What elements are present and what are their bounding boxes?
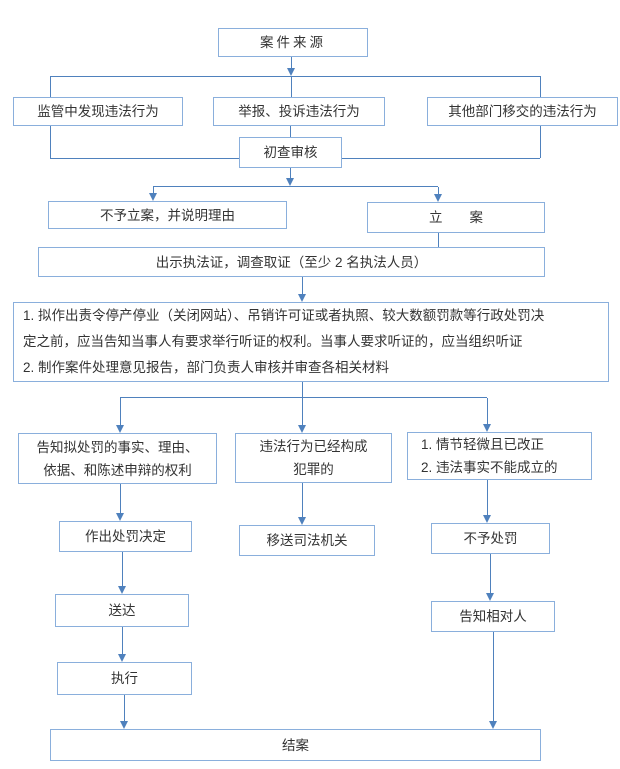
node-label-line: 1. 拟作出责令停产停业（关闭网站）、吊销许可证或者执照、较大数额罚款等行政处罚… (23, 308, 545, 323)
connector-line (342, 158, 540, 159)
arrow-down-icon (149, 193, 157, 201)
arrow-down-icon (434, 194, 442, 202)
node-label: 立 案 (429, 210, 483, 225)
node-source-supervision: 监管中发现违法行为 (13, 97, 183, 126)
connector-line (487, 398, 488, 424)
node-delivery: 送达 (55, 594, 189, 627)
connector-line (50, 77, 51, 97)
node-label-line: 2. 制作案件处理意见报告，部门负责人审核并审查各相关材料 (23, 360, 390, 375)
connector-line (50, 158, 239, 159)
connector-line (302, 382, 303, 397)
node-execution: 执行 (57, 662, 192, 695)
node-make-decision: 作出处罚决定 (59, 521, 192, 552)
node-label-line: 2. 违法事实不能成立的 (421, 460, 558, 475)
node-label: 出示执法证，调查取证（至少 2 名执法人员） (155, 254, 428, 270)
connector-line (291, 77, 292, 97)
node-label: 告知相对人 (459, 609, 527, 624)
connector-line (50, 76, 541, 77)
arrow-down-icon (486, 593, 494, 601)
arrow-down-icon (116, 425, 124, 433)
node-label: 结案 (282, 737, 309, 753)
connector-line (50, 126, 51, 158)
connector-line (124, 695, 125, 721)
connector-line (438, 233, 439, 247)
connector-line (540, 126, 541, 158)
arrow-down-icon (483, 515, 491, 523)
arrow-down-icon (298, 517, 306, 525)
arrow-down-icon (287, 68, 295, 76)
node-label: 移送司法机关 (266, 533, 348, 548)
arrow-down-icon (298, 425, 306, 433)
node-filing: 立 案 (367, 202, 545, 233)
connector-line (487, 480, 488, 515)
arrow-down-icon (118, 586, 126, 594)
node-label: 监管中发现违法行为 (37, 104, 159, 119)
arrow-down-icon (298, 294, 306, 302)
node-label-line: 告知拟处罚的事实、理由、 (36, 439, 199, 455)
node-label-line: 依据、和陈述申辩的权利 (43, 462, 192, 478)
connector-line (302, 398, 303, 425)
arrow-down-icon (286, 178, 294, 186)
connector-line (493, 632, 494, 721)
node-label-line: 定之前，应当告知当事人有要求举行听证的权利。当事人要求听证的，应当组织听证 (23, 334, 523, 349)
connector-line (290, 126, 291, 137)
node-no-filing: 不予立案，并说明理由 (48, 201, 287, 229)
arrow-down-icon (489, 721, 497, 729)
connector-line (302, 277, 303, 294)
node-no-penalty: 不予处罚 (431, 523, 550, 554)
node-hearing-notice: 1. 拟作出责令停产停业（关闭网站）、吊销许可证或者执照、较大数额罚款等行政处罚… (13, 302, 609, 382)
connector-line (122, 552, 123, 586)
node-label-line: 1. 情节轻微且已改正 (421, 437, 545, 452)
node-label: 作出处罚决定 (85, 529, 166, 544)
arrow-down-icon (120, 721, 128, 729)
arrow-down-icon (483, 424, 491, 432)
node-transfer-judicial: 移送司法机关 (239, 525, 375, 556)
node-notify-party: 告知相对人 (431, 601, 555, 632)
node-label: 执行 (111, 671, 138, 686)
node-case-source: 案件来源 (218, 28, 368, 57)
connector-line (122, 627, 123, 654)
node-source-other-dept: 其他部门移交的违法行为 (427, 97, 618, 126)
node-constitutes-crime: 违法行为已经构成 犯罪的 (235, 433, 392, 483)
node-label: 送达 (108, 603, 136, 618)
connector-line (490, 554, 491, 593)
node-label-line: 违法行为已经构成 (259, 439, 368, 454)
node-label: 其他部门移交的违法行为 (448, 104, 597, 119)
connector-line (153, 186, 438, 187)
connector-line (302, 483, 303, 517)
connector-line (153, 187, 154, 193)
connector-line (540, 77, 541, 97)
connector-line (120, 484, 121, 513)
node-label: 不予立案，并说明理由 (100, 207, 235, 223)
node-label: 案件来源 (260, 35, 326, 50)
node-label: 初查审核 (263, 145, 318, 160)
node-case-closed: 结案 (50, 729, 541, 761)
node-label: 举报、投诉违法行为 (238, 104, 360, 119)
connector-line (120, 398, 121, 425)
node-source-report: 举报、投诉违法行为 (213, 97, 385, 126)
connector-line (438, 187, 439, 194)
connector-line (291, 57, 292, 68)
node-notify-rights: 告知拟处罚的事实、理由、 依据、和陈述申辩的权利 (18, 433, 217, 484)
node-initial-review: 初查审核 (239, 137, 342, 168)
arrow-down-icon (116, 513, 124, 521)
node-no-penalty-conditions: 1. 情节轻微且已改正 2. 违法事实不能成立的 (407, 432, 592, 480)
connector-line (290, 168, 291, 178)
node-label-line: 犯罪的 (293, 462, 334, 477)
arrow-down-icon (118, 654, 126, 662)
node-label: 不予处罚 (463, 531, 518, 546)
node-investigation: 出示执法证，调查取证（至少 2 名执法人员） (38, 247, 545, 277)
connector-line (120, 397, 487, 398)
